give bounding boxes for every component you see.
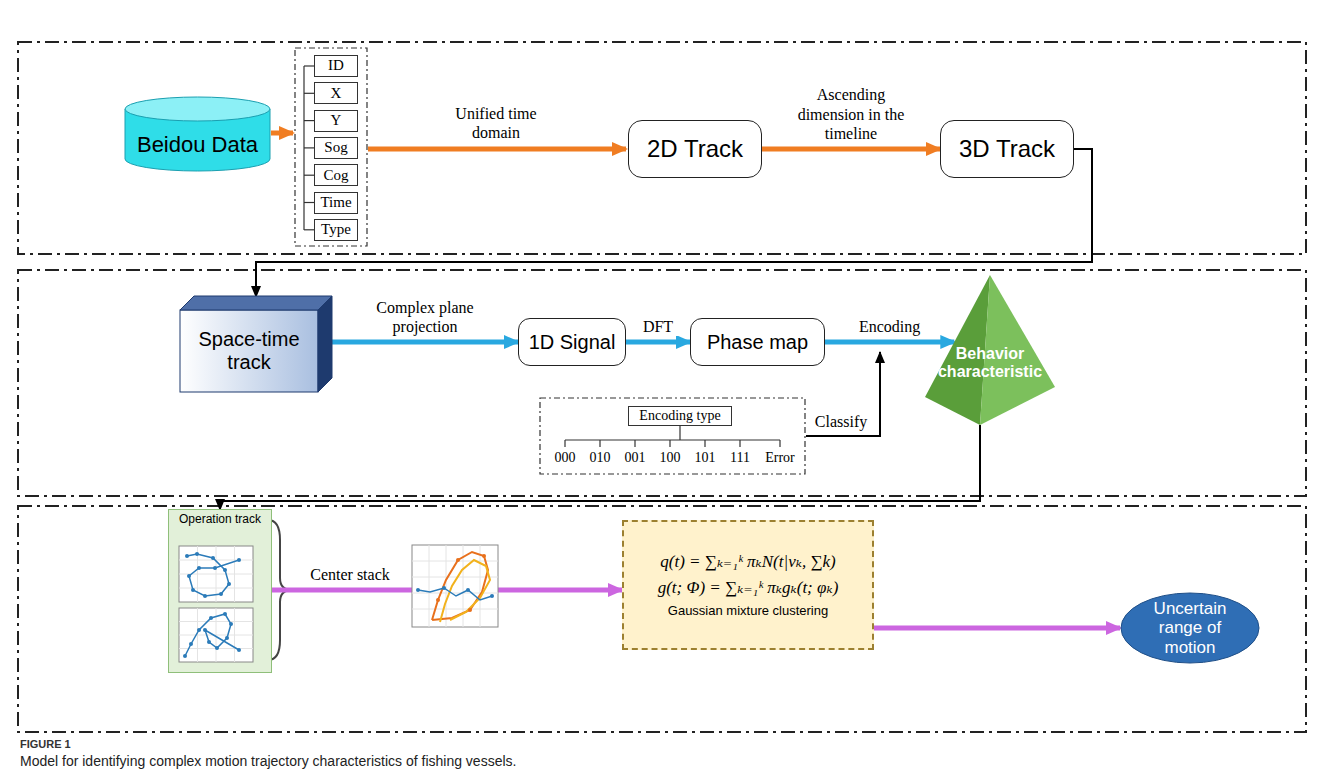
arrow-label: DFT xyxy=(628,317,688,336)
node-text: Beidou Data xyxy=(137,132,258,157)
field-box: Sog xyxy=(314,137,358,159)
field-box: X xyxy=(314,82,358,104)
node-text: q(t) = ∑ₖ₌₁ᵏ πₖN(t|vₖ, ∑k) xyxy=(660,552,835,572)
node-text: 3D Track xyxy=(959,135,1055,163)
code-label: Error xyxy=(758,450,802,467)
node-text: 1D Signal xyxy=(529,331,616,354)
flow-connector xyxy=(220,425,980,509)
encoding-frame xyxy=(540,398,805,474)
code-label: 000 xyxy=(547,450,583,467)
flow-connector xyxy=(626,340,690,345)
panel-border xyxy=(18,506,1306,732)
field-box: Cog xyxy=(314,164,358,186)
process-box: 2D Track xyxy=(628,120,762,178)
arrow-label: Encoding xyxy=(840,317,940,336)
node-text: Type xyxy=(321,221,351,238)
node-text: g(t; Φ) = ∑ₖ₌₁ᵏ πₖgₖ(t; φₖ) xyxy=(658,578,839,598)
arrow-label: Complex plane projection xyxy=(350,298,500,336)
flow-connector xyxy=(825,340,954,345)
encoding-type-box: Encoding type xyxy=(628,406,732,426)
flow-arrow xyxy=(368,147,626,152)
node-text: Y xyxy=(331,112,342,129)
field-list-ticks xyxy=(304,66,314,230)
node-text: Behavior characteristic xyxy=(929,345,1051,382)
field-box: ID xyxy=(314,55,358,77)
flow-connector xyxy=(874,626,1120,631)
pyramid-shape: Behavior characteristic xyxy=(925,275,1055,425)
arrow-label: Center stack xyxy=(295,565,405,584)
process-box: 1D Signal xyxy=(518,318,626,366)
arrow-label: Classify xyxy=(806,412,876,431)
arrow-label: Ascending dimension in the timeline xyxy=(791,85,911,143)
code-label: 100 xyxy=(652,450,688,467)
code-label: 111 xyxy=(722,450,758,467)
node-text: X xyxy=(331,85,342,102)
node-text: Cog xyxy=(323,167,348,184)
panel-border xyxy=(18,270,1306,496)
node-text: Encoding type xyxy=(639,408,720,424)
code-label: 001 xyxy=(617,450,653,467)
result-ellipse: Uncertain range of motion xyxy=(1120,592,1260,664)
figure-caption: Model for identifying complex motion tra… xyxy=(20,753,1300,769)
node-text: Time xyxy=(320,194,351,211)
shape-outline xyxy=(169,510,265,668)
node-text: ID xyxy=(328,57,344,74)
flow-connector xyxy=(332,340,518,345)
process-box: 3D Track xyxy=(940,120,1074,178)
node-text: Uncertain range of motion xyxy=(1136,599,1244,658)
node-text: Space-time track xyxy=(184,328,314,374)
node-text: Sog xyxy=(324,139,347,156)
field-list-frame xyxy=(295,48,367,246)
figure-number: FIGURE 1 xyxy=(20,738,140,751)
clustering-box: q(t) = ∑ₖ₌₁ᵏ πₖN(t|vₖ, ∑k) g(t; Φ) = ∑ₖ₌₁… xyxy=(622,520,874,650)
code-label: 101 xyxy=(687,450,723,467)
field-box: Time xyxy=(314,192,358,214)
process-box: Phase map xyxy=(690,318,825,366)
encoding-tree xyxy=(565,426,780,447)
node-text: 2D Track xyxy=(647,135,743,163)
node-text: Phase map xyxy=(707,331,808,354)
operation-panel: Operation track xyxy=(168,509,272,673)
field-box: Y xyxy=(314,110,358,132)
database-cylinder: Beidou Data xyxy=(125,97,270,171)
track-plot xyxy=(179,608,253,662)
cube-box: Space-time track xyxy=(180,296,332,392)
field-box: Type xyxy=(314,219,358,241)
arrow-label: Unified time domain xyxy=(440,104,552,142)
flow-connector xyxy=(762,147,940,152)
panel-border xyxy=(18,42,1306,254)
node-text: Gaussian mixture clustering xyxy=(668,603,828,618)
flow-arrow xyxy=(271,131,293,136)
node-text: Operation track xyxy=(179,513,261,527)
track-plot xyxy=(179,546,253,602)
code-label: 010 xyxy=(582,450,618,467)
